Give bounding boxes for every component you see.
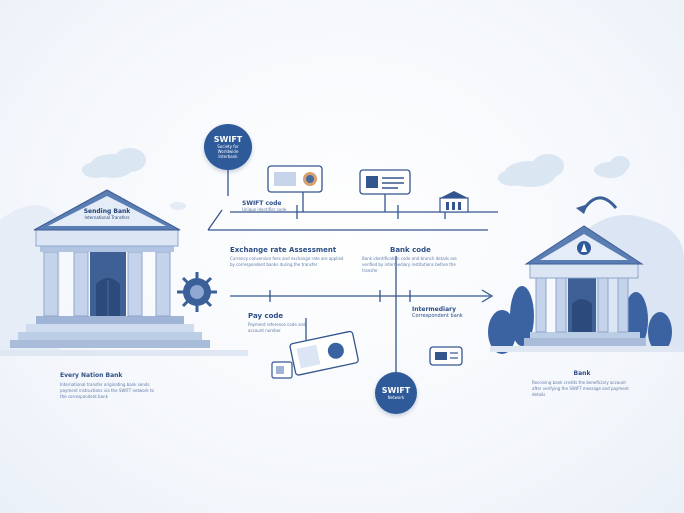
swift-bottom-circle: SWIFT Network [375, 372, 417, 414]
left-bank-caption: Every Nation Bank International transfer… [60, 372, 154, 399]
right-bank-caption: Bank Receiving bank credits the benefici… [532, 370, 629, 397]
pay-code-box: Pay code Payment reference code and acco… [248, 312, 306, 333]
gear-icon [177, 272, 217, 312]
exchange-rate-box: Exchange rate Assessment Currency conver… [230, 246, 344, 267]
ticket-icon [271, 361, 293, 379]
cloud-icon [82, 148, 146, 178]
cloud-icon [594, 156, 630, 178]
terminal-icon [429, 346, 463, 366]
refresh-arrow-icon [576, 196, 618, 214]
swift-code-label: SWIFT code Unique identifier code [242, 200, 287, 212]
document-icon [359, 169, 411, 195]
card-icon [267, 165, 323, 193]
card-icon [289, 330, 359, 376]
cloud-icon [170, 202, 186, 210]
left-bank-building [0, 189, 248, 356]
swift-top-circle: SWIFT Society for Worldwide Interbank [204, 124, 252, 170]
bank-code-box: Bank code Bank identification code and b… [362, 246, 457, 273]
left-bank-pediment-title: Sending Bank International Transfers [83, 208, 131, 220]
small-bank-icon [439, 191, 469, 213]
cloud-icon [498, 154, 564, 187]
right-bank-building [488, 225, 684, 354]
intermediary-box: Intermediary Correspondent bank [412, 306, 463, 319]
